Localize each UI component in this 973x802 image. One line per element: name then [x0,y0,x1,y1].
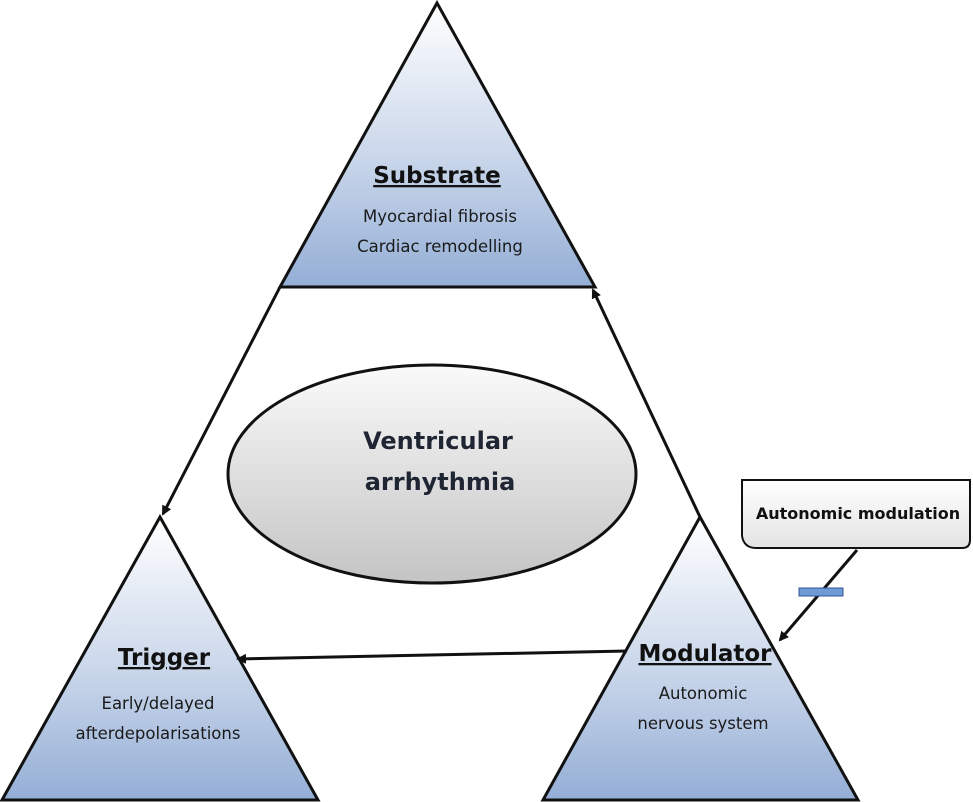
arrow-modulator-to-substrate [591,288,702,518]
trigger-title: Trigger [118,645,211,671]
substrate-line-1: Myocardial fibrosis [363,207,517,226]
autonomic-modulation-callout: Autonomic modulation [741,479,971,642]
modulator-node: Modulator Autonomic nervous system [540,513,861,802]
modulator-line-1: Autonomic [659,684,748,703]
inhibition-bar [798,587,844,597]
substrate-title: Substrate [373,163,501,189]
center-ellipse [226,363,638,585]
trigger-line-1: Early/delayed [102,694,215,713]
center-line-2: arrhythmia [365,468,516,496]
callout-label: Autonomic modulation [756,504,960,523]
substrate-node: Substrate Myocardial fibrosis Cardiac re… [277,0,598,289]
modulator-title: Modulator [638,641,772,667]
trigger-node: Trigger Early/delayed afterdepolarisatio… [0,513,321,802]
ventricular-arrhythmia-center: Ventricular arrhythmia [226,363,638,585]
arrow-modulator-to-trigger [236,649,628,664]
callout-box [741,479,971,549]
modulator-line-2: nervous system [637,714,768,733]
trigger-line-2: afterdepolarisations [76,724,241,743]
center-line-1: Ventricular [363,427,513,455]
substrate-triangle [277,0,598,289]
arrow-substrate-to-trigger [161,286,282,516]
substrate-line-2: Cardiac remodelling [357,237,523,256]
modulator-triangle [540,513,861,802]
